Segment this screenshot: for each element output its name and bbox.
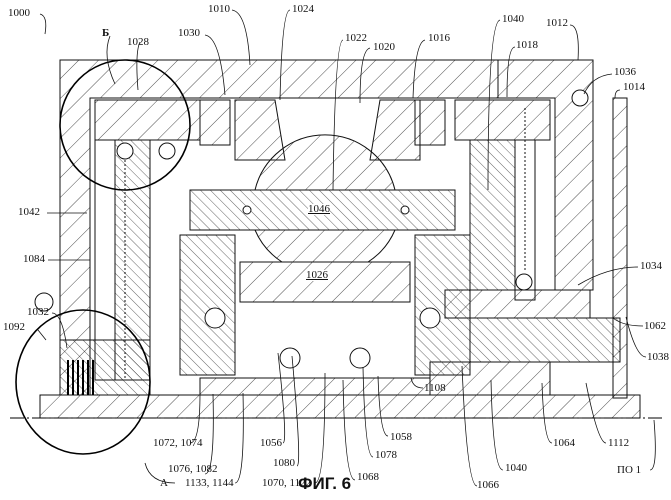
ref-label: 1036 xyxy=(614,67,636,78)
detail-label-a: A xyxy=(160,478,168,489)
ref-label: 1020 xyxy=(373,42,395,53)
ref-label: 1034 xyxy=(640,261,662,272)
ref-label: 1016 xyxy=(428,33,450,44)
ref-label: 1076, 1082 xyxy=(168,464,218,475)
ref-label: 1024 xyxy=(292,4,314,15)
ref-label: 1010 xyxy=(208,4,230,15)
figure-caption: ФИГ. 6 xyxy=(298,474,351,494)
ref-label: 1056 xyxy=(260,438,282,449)
ref-label: 1092 xyxy=(3,322,25,333)
ref-label: 1058 xyxy=(390,432,412,443)
ref-label: 1046 xyxy=(308,204,330,215)
ref-label: 1012 xyxy=(546,18,568,29)
ref-label: 1062 xyxy=(644,321,666,332)
ref-label: 1022 xyxy=(345,33,367,44)
ref-label: 1066 xyxy=(477,480,499,491)
ref-label: 1030 xyxy=(178,28,200,39)
ref-label: 1068 xyxy=(357,472,379,483)
ref-label: 1032 xyxy=(27,307,49,318)
ref-label: 1064 xyxy=(553,438,575,449)
ref-label: 1026 xyxy=(306,270,328,281)
ref-label: 1133, 1144 xyxy=(185,478,234,489)
ref-label: 1084 xyxy=(23,254,45,265)
detail-label-b: Б xyxy=(102,28,109,39)
axis-label: ПО 1 xyxy=(617,465,641,476)
ref-label: 1042 xyxy=(18,207,40,218)
shaft xyxy=(40,395,640,418)
ref-label: 1112 xyxy=(608,438,629,449)
ref-label: 1038 xyxy=(647,352,669,363)
ref-label: 1072, 1074 xyxy=(153,438,203,449)
ref-label: 1108 xyxy=(424,383,446,394)
ref-label: 1078 xyxy=(375,450,397,461)
ref-label: 1028 xyxy=(127,37,149,48)
ref-label: 1040 xyxy=(502,14,524,25)
ref-label: 1000 xyxy=(8,8,30,19)
ref-label: 1018 xyxy=(516,40,538,51)
ref-label: 1080 xyxy=(273,458,295,469)
ref-label: 1014 xyxy=(623,82,645,93)
ref-label: 1040 xyxy=(505,463,527,474)
